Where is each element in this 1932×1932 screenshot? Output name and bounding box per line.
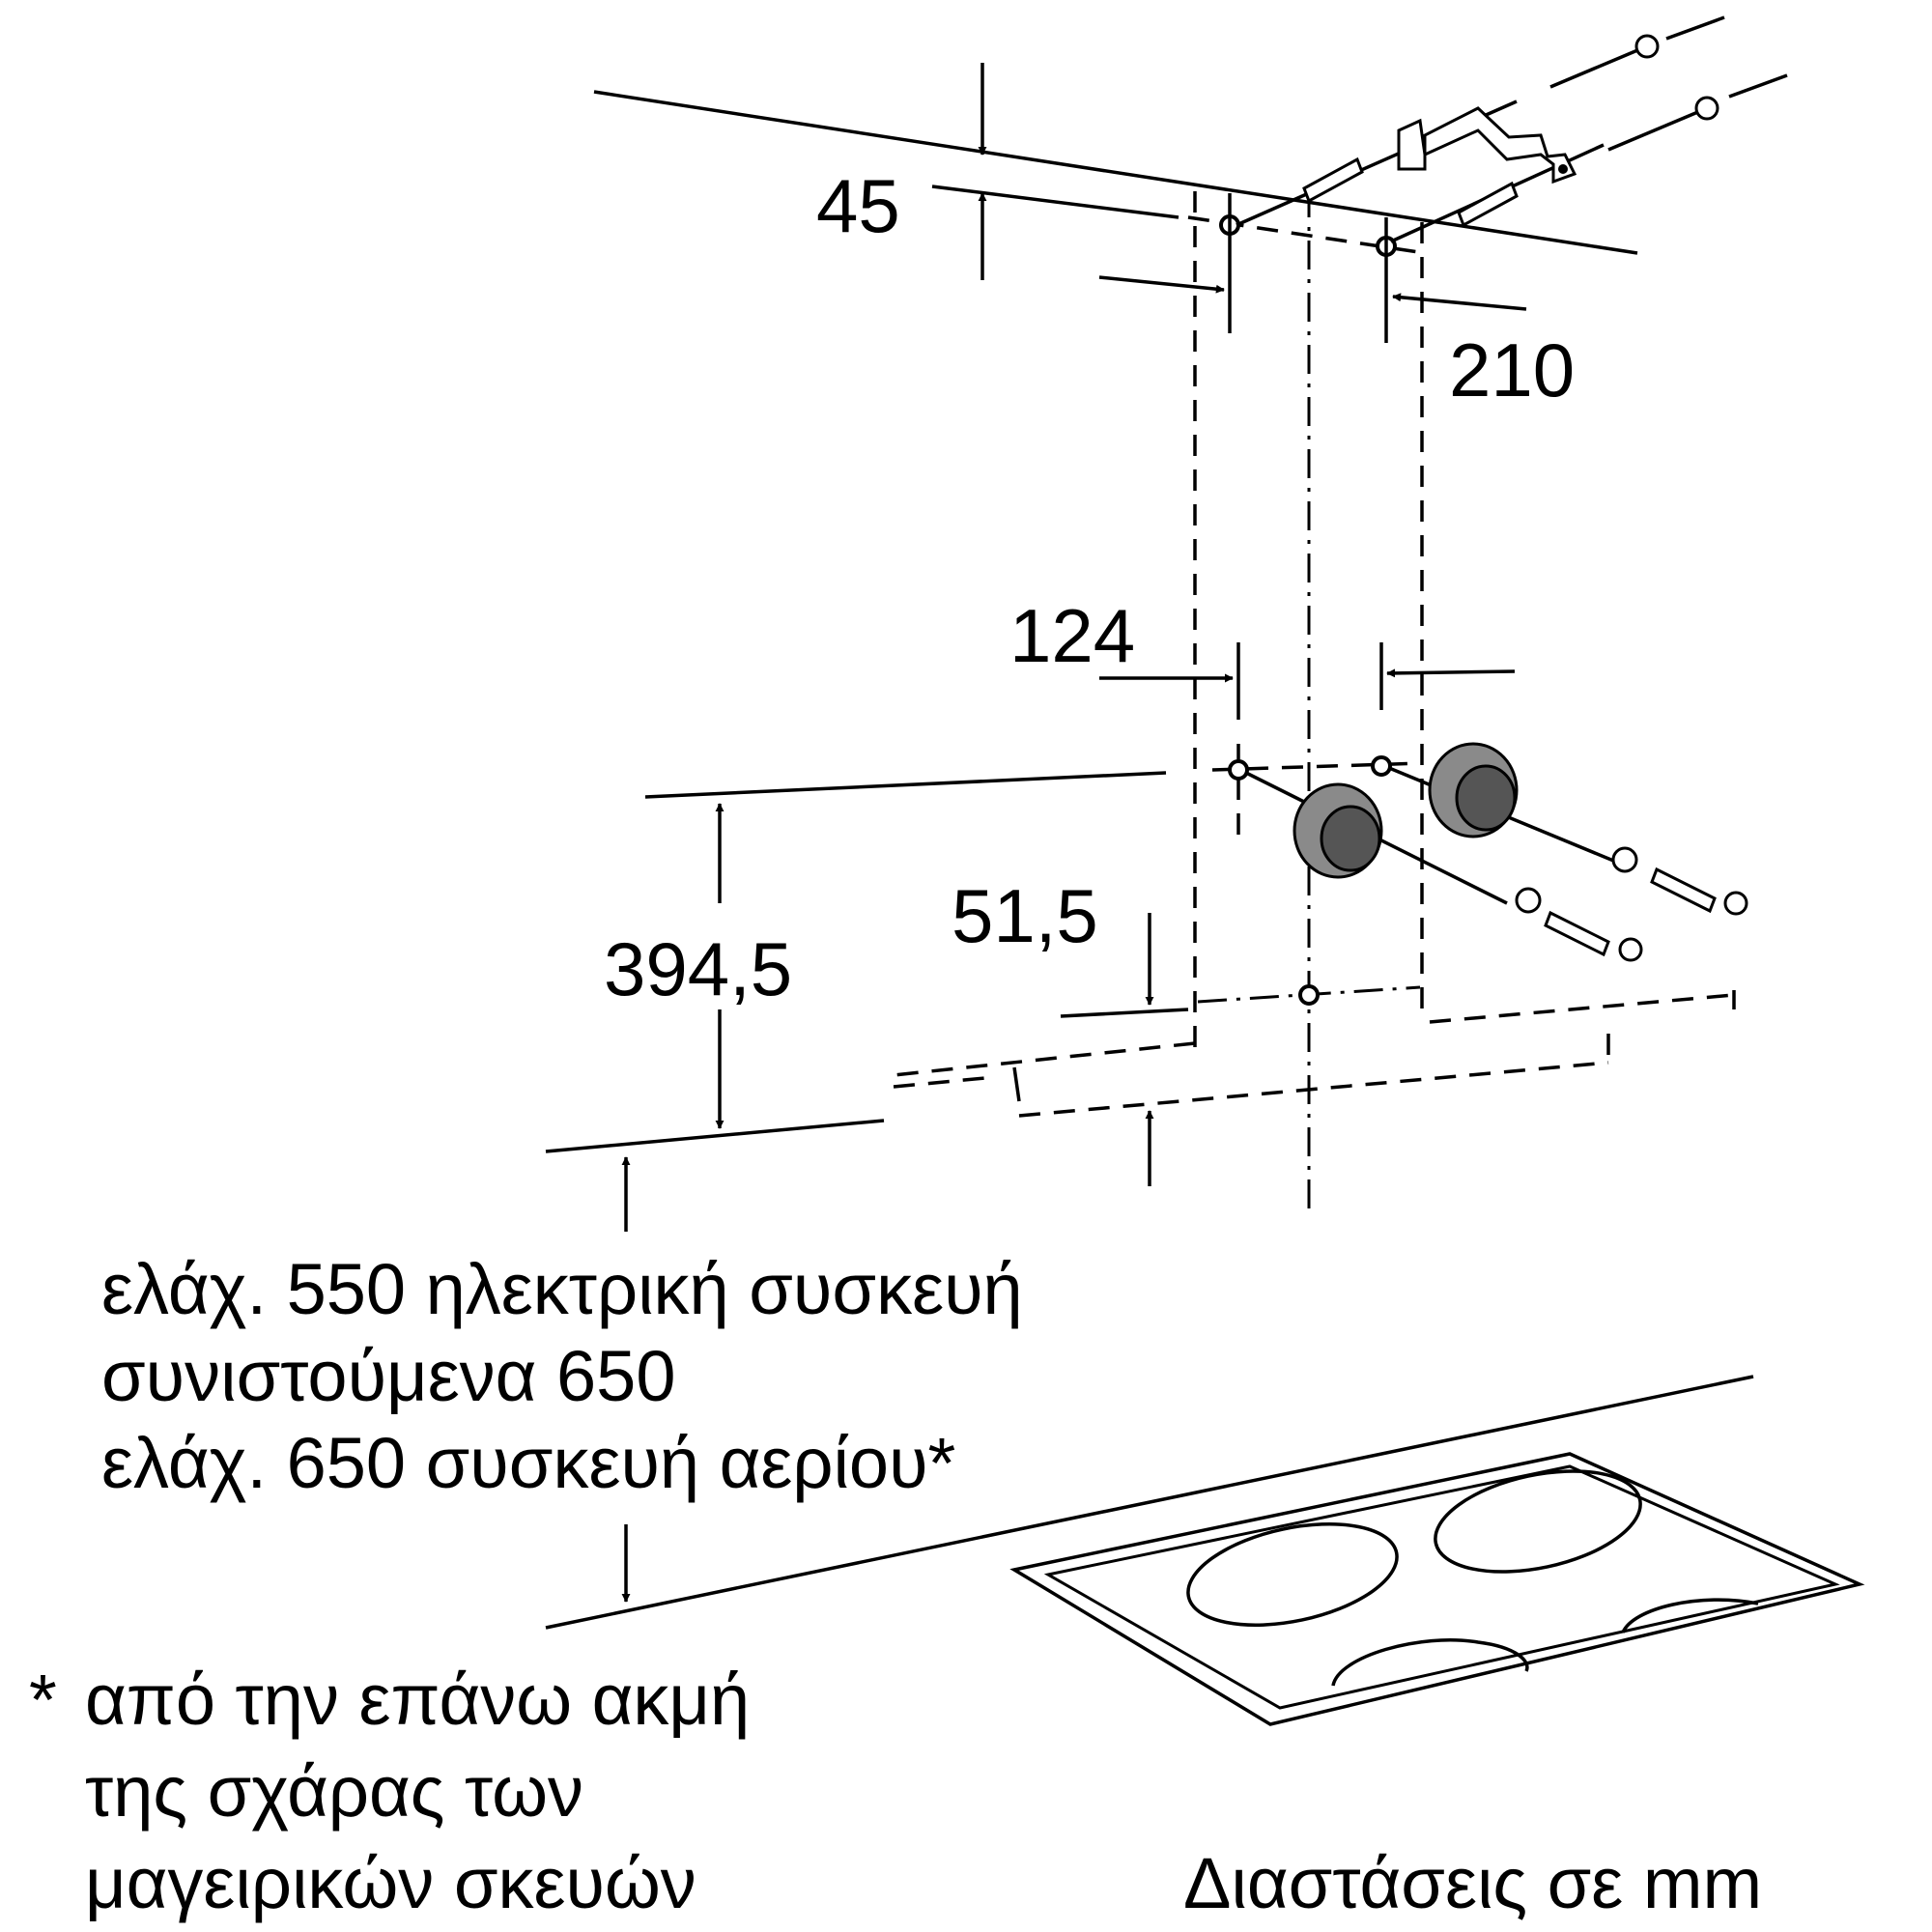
upper-screw-1 — [1549, 46, 1643, 89]
footnote-line-3: μαγειρικών σκευών — [85, 1843, 696, 1923]
footnote-line-2: της σχάρας των — [85, 1751, 583, 1832]
dim-51-5-reference-line — [1060, 1008, 1189, 1018]
upper-fixings — [1236, 15, 1788, 243]
dim-210-group: 210 — [1098, 275, 1575, 412]
upper-plug-right — [1457, 181, 1519, 228]
dim-45-label: 45 — [816, 163, 900, 248]
clearance-notes: ελάχ. 550 ηλεκτρική συσκευή συνιστούμενα… — [101, 1249, 1023, 1503]
dim-394-5-top-line — [644, 771, 1167, 799]
dim-394-5-group: 394,5 — [545, 771, 1167, 1153]
clearance-dimension — [545, 1156, 1754, 1630]
dim-124-label: 124 — [1009, 593, 1135, 678]
lower-spacer-right — [1428, 742, 1519, 838]
cooktop-zone-back-right — [1434, 1469, 1642, 1574]
lower-plug-right — [1650, 867, 1717, 914]
upper-screw-head-1 — [1634, 34, 1660, 59]
lower-hole-left — [1228, 759, 1249, 781]
cooktop-zone-back-left — [1186, 1522, 1399, 1627]
dim-210-label: 210 — [1449, 327, 1575, 412]
lower-plug-left — [1544, 910, 1610, 957]
hood-centre-hole — [1298, 984, 1320, 1006]
units-label: Διαστάσεις σε mm — [1183, 1843, 1762, 1923]
lower-screw-head-right — [1723, 891, 1748, 916]
lower-washer-left — [1515, 887, 1542, 914]
upper-screw-axis-2 — [1728, 73, 1788, 99]
dim-210-arrow-left — [1098, 275, 1225, 294]
upper-bracket — [1397, 106, 1577, 185]
cooktop-top-line — [545, 1375, 1754, 1630]
dim-124-arrow-right — [1386, 668, 1516, 678]
cooktop-zone-front-left — [1331, 1638, 1529, 1687]
hood-top-right — [1429, 993, 1735, 1024]
hood-body-outline — [893, 984, 1736, 1118]
cooktop-frame-inner — [1043, 1464, 1840, 1710]
clearance-note-3: ελάχ. 650 συσκευή αερίου* — [101, 1423, 955, 1503]
chimney-outline — [1193, 188, 1424, 1212]
lower-washer-right — [1611, 846, 1638, 873]
lower-hole-right — [1371, 755, 1392, 777]
dim-51-5-label: 51,5 — [952, 873, 1098, 958]
dim-51-5-group: 51,5 — [952, 873, 1189, 1186]
cooktop — [1009, 1452, 1865, 1726]
lower-screw-head-left — [1618, 937, 1643, 962]
cooktop-zone-front-right — [1621, 1598, 1759, 1634]
dim-210-arrow-right — [1392, 293, 1527, 311]
lower-spacer-left — [1293, 782, 1383, 879]
upper-bracket-hole — [1558, 164, 1568, 174]
hood-bottom-edge — [1018, 1061, 1609, 1118]
upper-plug-left — [1302, 156, 1364, 204]
upper-screw-head-2 — [1694, 96, 1719, 121]
footnote-line-1: από την επάνω ακμή — [85, 1660, 750, 1740]
dim-124-group: 124 — [1009, 593, 1516, 720]
dim-394-5-bottom-line — [545, 1119, 885, 1153]
clearance-note-1: ελάχ. 550 ηλεκτρική συσκευή — [101, 1249, 1023, 1329]
lower-fixings — [1245, 742, 1748, 962]
dim-45-extension — [931, 185, 1179, 219]
footnote: * από την επάνω ακμή της σχάρας των μαγε… — [29, 1660, 750, 1923]
dim-394-5-label: 394,5 — [604, 926, 792, 1011]
hood-front-top — [893, 1075, 996, 1089]
footnote-asterisk: * — [29, 1660, 57, 1740]
clearance-note-2: συνιστούμενα 650 — [101, 1336, 676, 1416]
upper-screw-2 — [1607, 109, 1701, 152]
upper-screw-axis-1 — [1665, 15, 1725, 41]
hood-front-step — [1012, 1066, 1021, 1102]
dim-45-group: 45 — [816, 63, 1179, 280]
hood-top-left — [893, 1041, 1196, 1077]
upper-hole-row — [1187, 193, 1426, 343]
lower-hole-row — [1211, 744, 1423, 836]
